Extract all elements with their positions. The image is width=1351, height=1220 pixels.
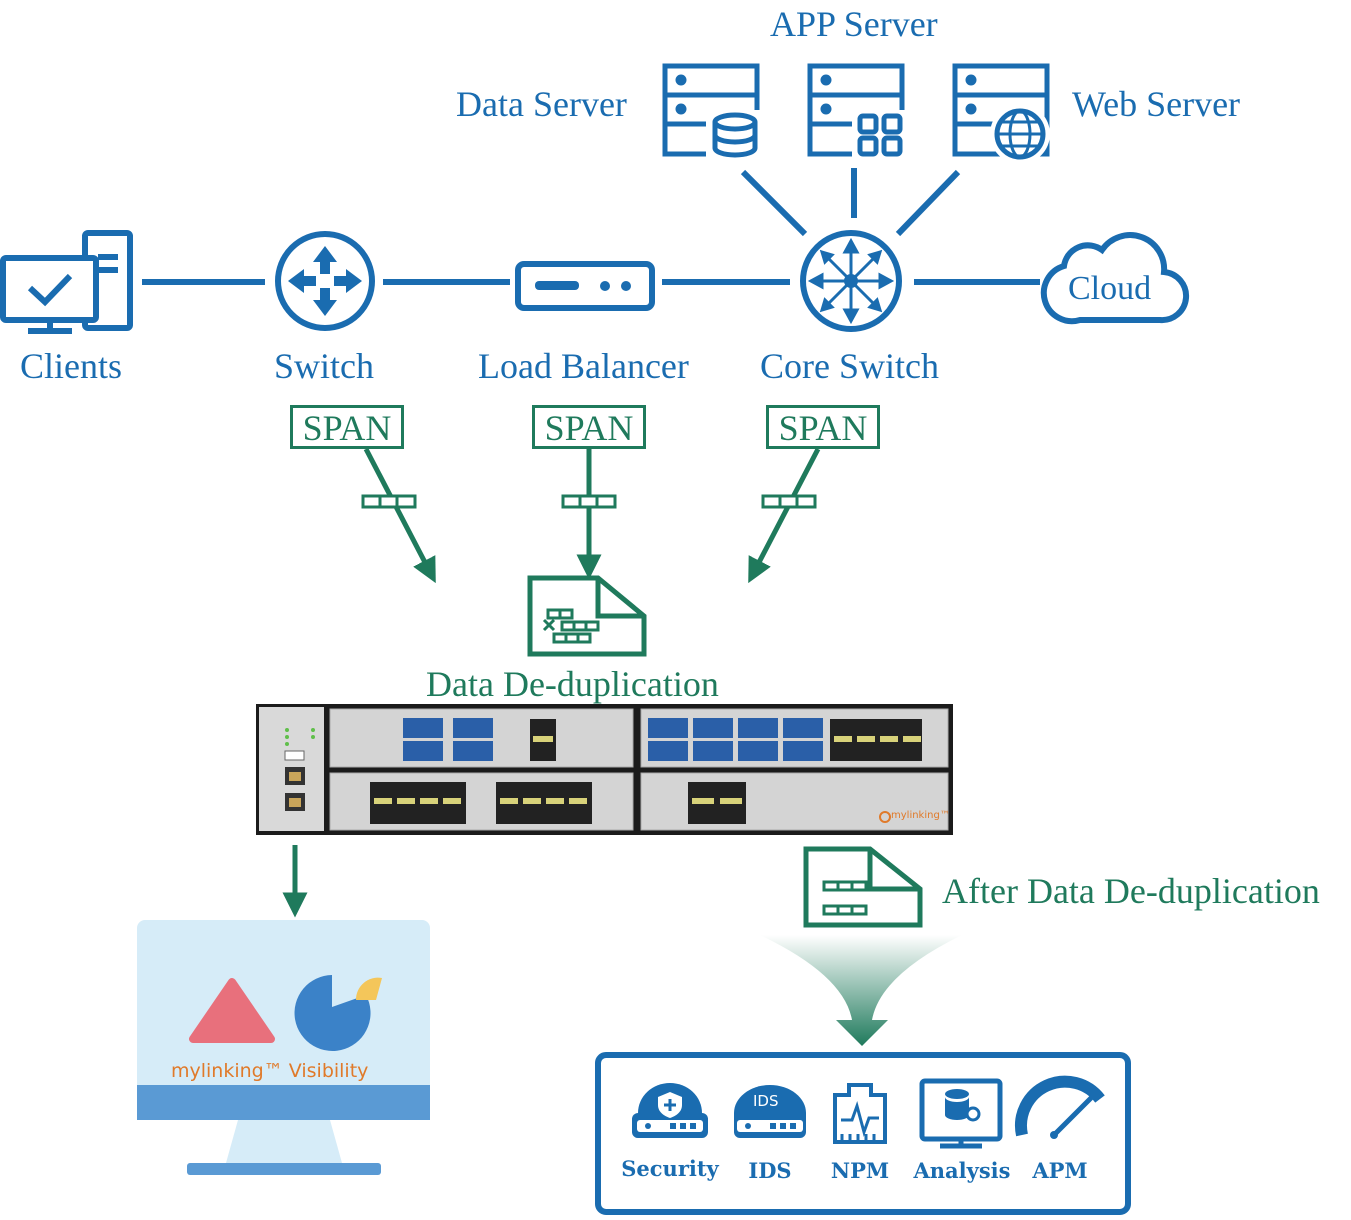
app-server-label: APP Server	[770, 4, 938, 44]
tool-label-ids: IDS	[748, 1158, 792, 1183]
span-arrows	[363, 447, 821, 584]
analysis-icon	[919, 1078, 1003, 1149]
web-server-label: Web Server	[1072, 84, 1241, 124]
cloud-icon	[1040, 232, 1190, 325]
data-server-icon	[662, 63, 762, 164]
dedup-document-icon	[527, 575, 647, 657]
span-box-load-balancer: SPAN	[532, 405, 646, 449]
tool-label-npm: NPM	[830, 1158, 890, 1183]
switch-icon	[275, 231, 375, 331]
core-switch-icon	[800, 230, 902, 332]
tool-label-security: Security	[621, 1156, 719, 1181]
core-switch-label: Core Switch	[760, 346, 939, 386]
app-server-icon	[807, 63, 908, 164]
triangle-icon	[189, 978, 275, 1043]
load-balancer-label: Load Balancer	[478, 346, 689, 386]
ids-badge: IDS	[753, 1092, 779, 1110]
switch-label: Switch	[274, 346, 375, 386]
pie-slice-icon	[355, 977, 382, 1000]
pie-chart-icon	[294, 975, 371, 1051]
after-dedup-label: After Data De-duplication	[942, 871, 1320, 911]
visibility-brand: mylinking™ Visibility	[171, 1060, 369, 1082]
apm-icon	[1015, 1075, 1105, 1139]
device-brand: mylinking™	[891, 810, 950, 821]
span-box-core-switch: SPAN	[766, 405, 880, 449]
tools-box	[595, 1052, 1131, 1215]
clients-label: Clients	[20, 346, 123, 386]
visibility-monitor	[137, 920, 430, 1175]
ids-icon	[734, 1085, 806, 1138]
data-server-label: Data Server	[456, 84, 627, 124]
dedup-title: Data De-duplication	[426, 664, 719, 704]
packet-broker-device	[256, 704, 953, 835]
security-icon	[632, 1083, 708, 1138]
tool-label-apm: APM	[1032, 1158, 1088, 1183]
server-links	[740, 168, 961, 237]
web-server-icon	[952, 63, 1050, 164]
clients-icon	[0, 230, 133, 334]
tap-markers	[361, 494, 817, 509]
load-balancer-icon	[515, 261, 655, 311]
span-box-switch: SPAN	[290, 405, 404, 449]
cloud-label: Cloud	[1068, 270, 1152, 307]
tool-label-analysis: Analysis	[913, 1158, 1011, 1183]
after-dedup-document-icon	[803, 846, 923, 928]
npm-icon	[833, 1083, 887, 1144]
funnel-arrow	[760, 935, 962, 1046]
